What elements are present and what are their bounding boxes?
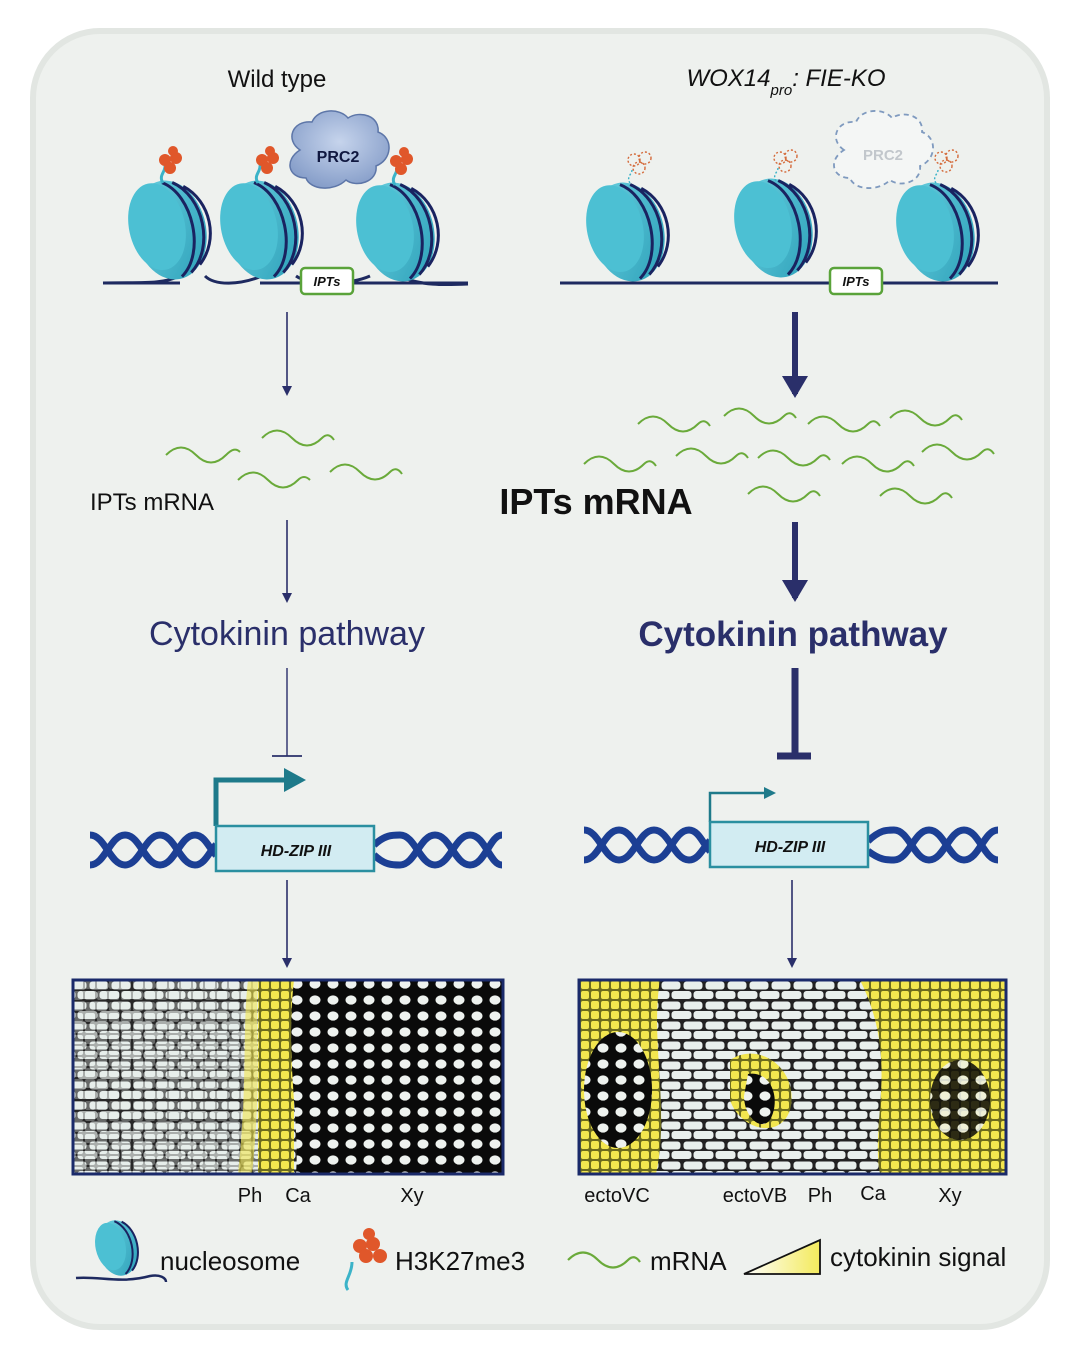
tissue-label-ca-right: Ca (860, 1183, 886, 1205)
nucleosome-icon (734, 178, 818, 278)
legend-cytokinin-gradient-icon (743, 1238, 821, 1275)
tissue-label-ph-right: Ph (808, 1185, 832, 1207)
legend: nucleosome H3K27me3 mRNA cytokinin signa… (75, 1220, 1006, 1291)
hdzip-label-left: HD-ZIP III (261, 843, 332, 860)
nucleosome-icon (220, 180, 304, 280)
ipts-gene-label-right: IPTs (843, 274, 870, 289)
h3k27me3-absent-icon (933, 149, 959, 184)
mrna-icon (757, 449, 831, 467)
dna-helix-left (89, 831, 503, 869)
cytokinin-pathway-label-right: Cytokinin pathway (638, 615, 948, 654)
legend-h3k27me3-label: H3K27me3 (395, 1246, 525, 1276)
tissue-label-ectovc: ectoVC (584, 1185, 650, 1207)
mrna-icon (261, 429, 335, 447)
mrna-icon (165, 446, 241, 464)
mutant-title-sub: pro (770, 82, 793, 99)
ipts-mrna-label-right: IPTs mRNA (499, 481, 692, 522)
legend-cytokinin-label: cytokinin signal (830, 1242, 1006, 1272)
legend-nucleosome-icon (95, 1220, 139, 1276)
tissue-label-ph-left: Ph (238, 1185, 262, 1207)
h3k27me3-absent-icon (773, 149, 798, 182)
mutant-title: WOX14pro: FIE-KO (686, 65, 885, 99)
cytokinin-pathway-label-left: Cytokinin pathway (149, 615, 425, 653)
nucleosome-icon (128, 180, 212, 280)
wild-type-title: Wild type (228, 66, 327, 93)
legend-nucleosome-label: nucleosome (160, 1246, 300, 1276)
mrna-icon (237, 471, 311, 489)
prc2-complex-icon (289, 110, 390, 189)
mrna-icon (637, 415, 711, 433)
mrna-icon (747, 485, 821, 503)
tissue-label-ectovb: ectoVB (723, 1185, 787, 1207)
nucleosome-icon (586, 182, 670, 282)
tissue-label-ca-left: Ca (285, 1185, 311, 1207)
h3k27me3-mark-icon (254, 146, 279, 184)
mrna-icon (807, 415, 881, 433)
h3k27me3-mark-icon (159, 146, 182, 184)
dna-helix-right (583, 826, 999, 864)
ipts-gene-box-left (299, 266, 355, 296)
tissue-label-xy-right: Xy (938, 1185, 961, 1207)
h3k27me3-mark-icon (390, 147, 413, 186)
hdzip-gene-box-left (214, 824, 376, 873)
ipts-gene-box-right (828, 266, 884, 296)
transcription-start-arrow-right (708, 791, 766, 822)
hdzip-label-right: HD-ZIP III (755, 839, 826, 856)
legend-mrna-icon (567, 1251, 641, 1269)
prc2-label-left: PRC2 (317, 149, 360, 166)
ipts-gene-label-left: IPTs (314, 274, 341, 289)
mutant-title-rest: : FIE-KO (792, 65, 885, 92)
mrna-icon (921, 443, 995, 461)
tissue-micrograph-right (577, 978, 1008, 1176)
prc2-label-right: PRC2 (863, 147, 903, 164)
transcription-start-arrow-left (213, 777, 288, 826)
mutant-title-main: WOX14 (686, 65, 770, 92)
mrna-icon (329, 463, 403, 481)
mrna-icon (583, 455, 657, 473)
tissue-micrograph-left (71, 978, 505, 1176)
legend-mrna-label: mRNA (650, 1246, 727, 1276)
legend-h3k27me3-icon (344, 1228, 387, 1291)
mrna-icon (879, 487, 953, 505)
tissue-label-xy-left: Xy (400, 1185, 423, 1207)
mrna-icon (889, 409, 963, 427)
mrna-group-left (165, 429, 403, 489)
mrna-icon (723, 407, 797, 425)
mrna-icon (841, 455, 915, 473)
mrna-group-right (583, 407, 995, 505)
hdzip-gene-box-right (708, 820, 870, 869)
mrna-icon (675, 447, 749, 465)
prc2-absent-icon (833, 110, 934, 189)
ipts-mrna-label-left: IPTs mRNA (90, 489, 214, 516)
nucleosome-icon (896, 182, 980, 282)
h3k27me3-absent-icon (627, 151, 652, 184)
nucleosome-icon (356, 182, 440, 282)
